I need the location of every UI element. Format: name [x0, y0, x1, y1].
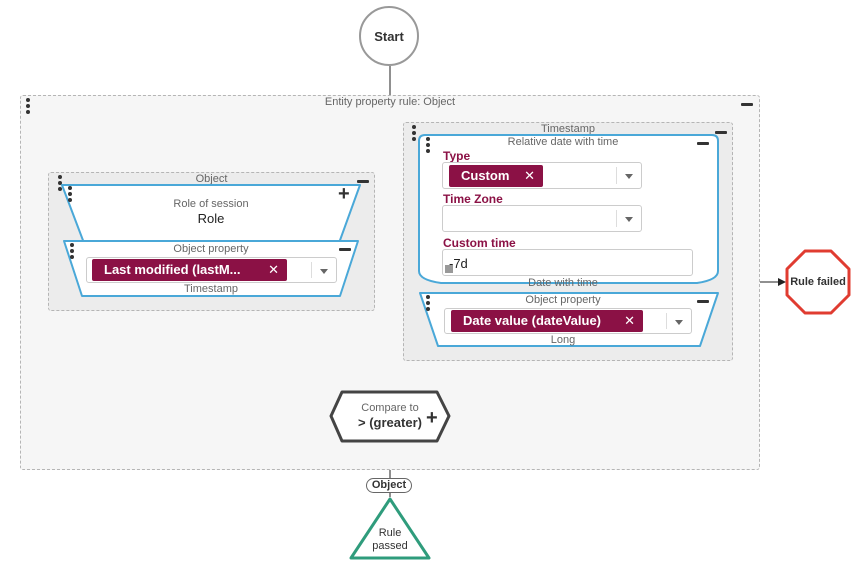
- add-icon[interactable]: +: [338, 183, 350, 205]
- remove-icon[interactable]: ✕: [624, 313, 635, 328]
- drag-handle-icon[interactable]: [426, 295, 430, 313]
- compare-node-shape[interactable]: [328, 390, 452, 443]
- collapse-icon[interactable]: [339, 248, 351, 251]
- rule-failed-node[interactable]: [785, 249, 851, 315]
- object-badge-label: Object: [371, 479, 407, 491]
- remove-icon[interactable]: ✕: [524, 168, 535, 183]
- selected-property-chip[interactable]: Date value (dateValue) ✕: [451, 310, 643, 332]
- collapse-icon[interactable]: [697, 142, 709, 145]
- relative-date-title: Relative date with time: [507, 136, 619, 148]
- role-of-session-value: Role: [197, 211, 225, 226]
- time-zone-label: Time Zone: [443, 192, 503, 206]
- object-property-type: Timestamp: [184, 283, 238, 295]
- drag-handle-icon[interactable]: [412, 125, 416, 143]
- collapse-icon[interactable]: [741, 103, 753, 106]
- type-chip[interactable]: Custom ✕: [449, 165, 543, 187]
- object-property-title: Object property: [525, 294, 601, 306]
- type-label: Type: [443, 149, 471, 163]
- collapse-icon[interactable]: [715, 131, 727, 134]
- object-property-select[interactable]: Last modified (lastM... ✕: [86, 257, 337, 283]
- chip-label: Last modified (lastM...: [104, 262, 241, 277]
- rule-passed-node[interactable]: [348, 496, 432, 562]
- rule-passed-label-line1: Rule: [378, 527, 402, 539]
- add-icon[interactable]: +: [426, 407, 438, 429]
- relative-date-result: Date with time: [528, 277, 598, 289]
- rule-passed-label-line2: passed: [372, 540, 408, 552]
- time-zone-select[interactable]: [442, 205, 642, 232]
- object-badge[interactable]: Object: [366, 478, 412, 493]
- start-label: Start: [374, 29, 404, 44]
- object-property-select[interactable]: Date value (dateValue) ✕: [444, 308, 692, 334]
- type-select[interactable]: Custom ✕: [442, 162, 642, 189]
- compare-caption: Compare to: [361, 402, 419, 414]
- chevron-down-icon[interactable]: [616, 167, 641, 184]
- custom-time-input[interactable]: -7d: [442, 249, 693, 276]
- drag-handle-icon[interactable]: [58, 175, 62, 193]
- custom-time-value: -7d: [449, 256, 468, 271]
- compare-value: > (greater): [358, 415, 422, 430]
- drag-handle-icon[interactable]: [26, 98, 30, 116]
- rule-failed-label: Rule failed: [790, 276, 846, 288]
- drag-handle-icon[interactable]: [70, 243, 74, 261]
- collapse-icon[interactable]: [357, 180, 369, 183]
- type-chip-label: Custom: [461, 168, 510, 183]
- custom-time-label: Custom time: [443, 236, 516, 250]
- chevron-down-icon[interactable]: [616, 210, 641, 227]
- drag-handle-icon[interactable]: [68, 186, 72, 204]
- object-property-type: Long: [550, 334, 576, 346]
- chevron-down-icon[interactable]: [311, 262, 336, 278]
- chevron-down-icon[interactable]: [666, 313, 691, 329]
- role-of-session-caption: Role of session: [173, 198, 249, 210]
- remove-icon[interactable]: ✕: [268, 262, 279, 277]
- collapse-icon[interactable]: [697, 300, 709, 303]
- selected-property-chip[interactable]: Last modified (lastM... ✕: [92, 259, 287, 281]
- object-property-title: Object property: [173, 243, 249, 255]
- resize-handle-icon[interactable]: [445, 265, 453, 273]
- drag-handle-icon[interactable]: [426, 137, 430, 155]
- entity-group-title: Entity property rule: Object: [324, 96, 456, 108]
- timestamp-group-title: Timestamp: [541, 123, 595, 135]
- chip-label: Date value (dateValue): [463, 313, 601, 328]
- object-group-title: Object: [195, 173, 228, 185]
- start-node[interactable]: Start: [359, 6, 419, 66]
